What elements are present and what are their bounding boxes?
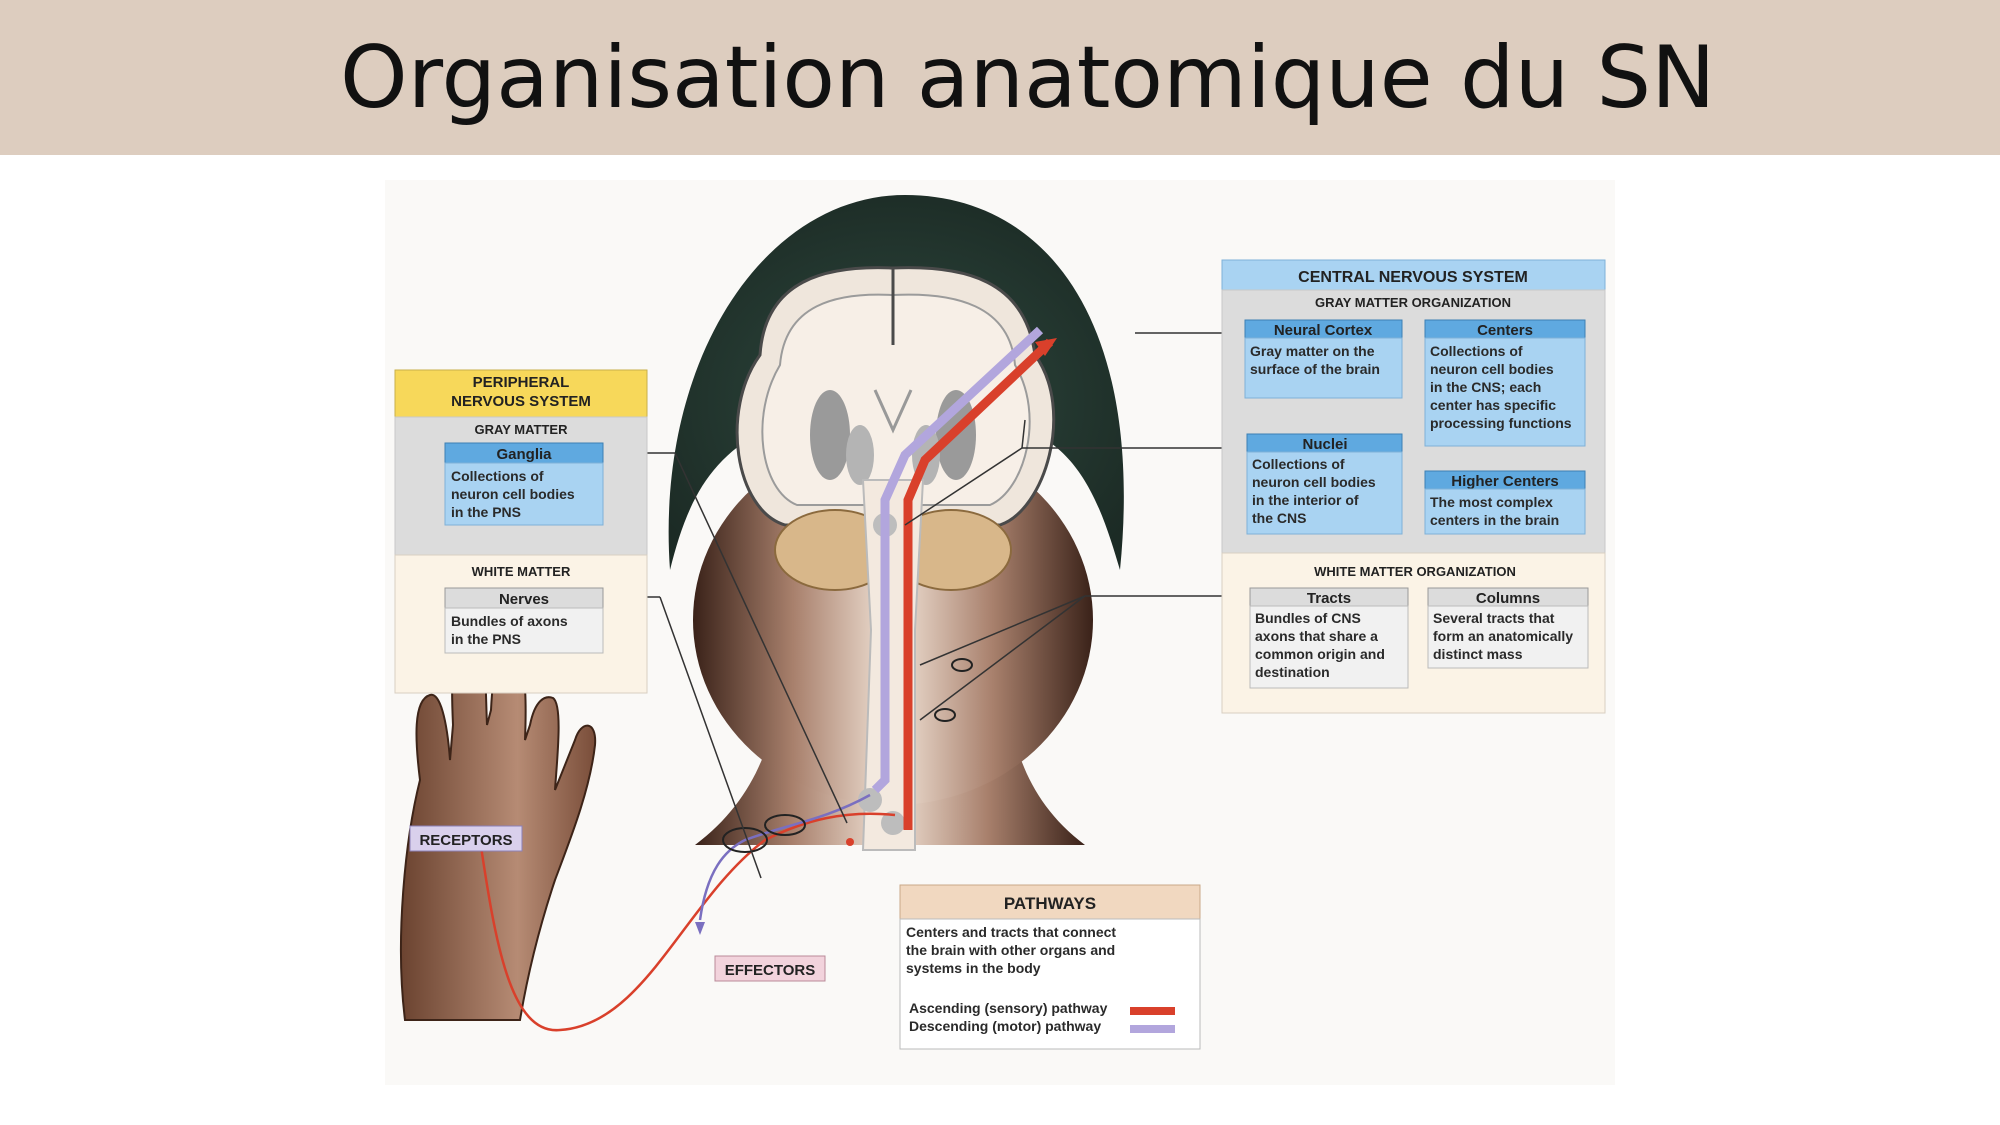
nuclei-line-3: in the interior of (1252, 492, 1359, 508)
pathways-line-3: systems in the body (906, 960, 1041, 976)
slide-title: Organisation anatomique du SN (340, 28, 1716, 128)
nerves-line-2: in the PNS (451, 631, 521, 647)
cns-panel: CENTRAL NERVOUS SYSTEM GRAY MATTER ORGAN… (1221, 259, 1606, 714)
motor-nerve (698, 793, 871, 921)
pathways-title: PATHWAYS (1004, 894, 1096, 913)
sensory-nerve (478, 812, 896, 1032)
head-illustration (668, 195, 1124, 851)
columns-line-1: Several tracts that (1433, 610, 1555, 626)
tracts-line-2: axons that share a (1255, 628, 1378, 644)
white-org-label: WHITE MATTER ORGANIZATION (1314, 564, 1516, 579)
ascending-pathway (903, 338, 1054, 830)
descending-pathway (871, 326, 1044, 794)
effectors-tag (714, 955, 826, 982)
synapse-cord-2 (881, 811, 905, 835)
columns-line-3: distinct mass (1433, 646, 1523, 662)
higher-centers-line-2: centers in the brain (1430, 512, 1559, 528)
title-band (0, 0, 2000, 155)
nuclei-line-1: Collections of (1252, 456, 1345, 472)
nuclei-title: Nuclei (1302, 436, 1347, 453)
pns-header-line2: NERVOUS SYSTEM (451, 393, 591, 410)
centers-line-3: in the CNS; each (1430, 379, 1541, 395)
synapse-cord-1 (858, 788, 882, 812)
receptors-tag (409, 825, 523, 852)
pathways-box: PATHWAYS Centers and tracts that connect… (899, 884, 1201, 1050)
pns-white-matter-label: WHITE MATTER (472, 564, 571, 579)
nerves-title: Nerves (499, 591, 549, 608)
nervous-system-figure: PERIPHERAL NERVOUS SYSTEM GRAY MATTER Ga… (385, 180, 1615, 1085)
higher-centers-line-1: The most complex (1430, 494, 1553, 510)
pathways-line-1: Centers and tracts that connect (906, 924, 1116, 940)
nuclei-line-2: neuron cell bodies (1252, 474, 1376, 490)
effectors-label: EFFECTORS (725, 962, 816, 979)
centers-line-1: Collections of (1430, 343, 1523, 359)
descending-legend-label: Descending (motor) pathway (909, 1018, 1101, 1034)
ganglia-line-2: neuron cell bodies (451, 486, 575, 502)
centers-line-5: processing functions (1430, 415, 1572, 431)
tracts-line-3: common origin and (1255, 646, 1385, 662)
centers-line-4: center has specific (1430, 397, 1556, 413)
centers-line-2: neuron cell bodies (1430, 361, 1554, 377)
columns-line-2: form an anatomically (1433, 628, 1573, 644)
ascending-legend-label: Ascending (sensory) pathway (909, 1000, 1108, 1016)
tracts-title: Tracts (1307, 590, 1351, 607)
neural-cortex-line-1: Gray matter on the (1250, 343, 1375, 359)
ganglia-line-1: Collections of (451, 468, 544, 484)
ganglia-line-3: in the PNS (451, 504, 521, 520)
pathways-line-2: the brain with other organs and (906, 942, 1115, 958)
neural-cortex-line-2: surface of the brain (1250, 361, 1380, 377)
nerves-line-1: Bundles of axons (451, 613, 568, 629)
higher-centers-title: Higher Centers (1451, 473, 1559, 490)
ascending-legend-swatch (1130, 1007, 1175, 1015)
neural-cortex-title: Neural Cortex (1274, 322, 1373, 339)
pns-panel: PERIPHERAL NERVOUS SYSTEM GRAY MATTER Ga… (394, 369, 648, 694)
receptors-label: RECEPTORS (419, 832, 512, 849)
pns-header-line1: PERIPHERAL (473, 374, 570, 391)
diagram-svg: PERIPHERAL NERVOUS SYSTEM GRAY MATTER Ga… (394, 195, 1606, 1050)
gray-org-label: GRAY MATTER ORGANIZATION (1315, 295, 1511, 310)
columns-title: Columns (1476, 590, 1540, 607)
cns-header: CENTRAL NERVOUS SYSTEM (1298, 269, 1528, 286)
pns-gray-matter-label: GRAY MATTER (475, 422, 569, 437)
tracts-line-4: destination (1255, 664, 1330, 680)
tracts-line-1: Bundles of CNS (1255, 610, 1361, 626)
centers-title: Centers (1477, 322, 1533, 339)
nuclei-line-4: the CNS (1252, 510, 1306, 526)
descending-legend-swatch (1130, 1025, 1175, 1033)
ganglia-title: Ganglia (496, 446, 552, 463)
